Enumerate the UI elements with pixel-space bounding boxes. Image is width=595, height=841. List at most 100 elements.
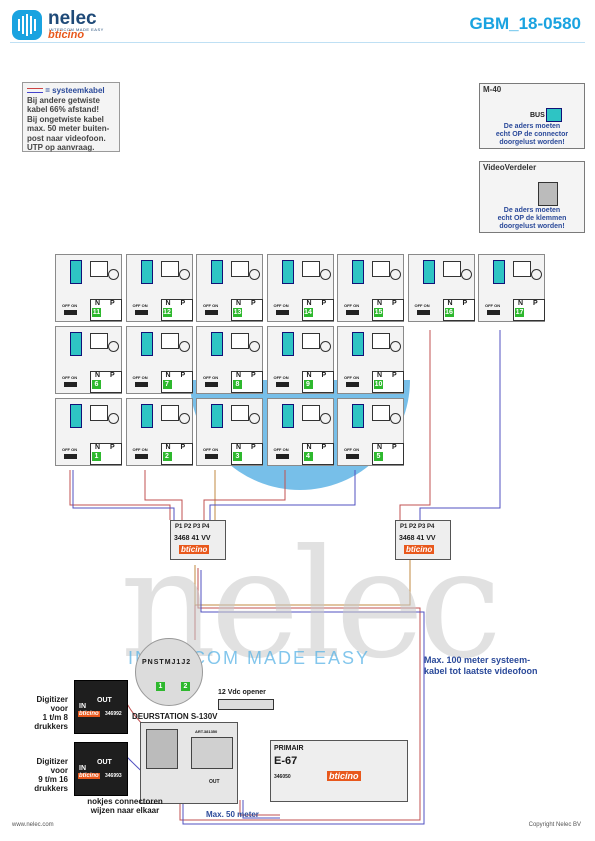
screen-icon bbox=[513, 261, 531, 277]
digitizer-label-line: 1 t/m 8 bbox=[42, 713, 68, 722]
digitizer-in-label: IN bbox=[79, 703, 86, 710]
videophone-number: 1 bbox=[92, 452, 101, 461]
screen-icon bbox=[231, 261, 249, 277]
screen-icon bbox=[301, 405, 320, 421]
n-label: N bbox=[377, 444, 383, 451]
header-divider bbox=[10, 42, 585, 43]
n-label: N bbox=[95, 300, 101, 307]
digitizer-label-line: Digitizer bbox=[36, 757, 68, 766]
footer-url: www.nelec.com bbox=[12, 822, 54, 828]
knob-icon bbox=[319, 269, 331, 280]
cable-note-line: UTP op aanvraag. bbox=[27, 143, 95, 152]
digitizer-label-line: drukkers bbox=[34, 722, 68, 731]
n-label: N bbox=[518, 300, 524, 307]
door-station-out: OUT bbox=[209, 779, 220, 785]
n-label: N bbox=[236, 372, 242, 379]
knob-icon bbox=[178, 269, 190, 280]
connector-icon bbox=[281, 404, 294, 428]
switch-icon bbox=[64, 454, 77, 459]
switch-label: OFF ON bbox=[344, 375, 360, 380]
switch-icon bbox=[134, 454, 148, 459]
digitizer-1-module: OUT IN bticino 346992 bbox=[74, 680, 128, 734]
switch-icon bbox=[346, 310, 359, 315]
p-label: P bbox=[251, 300, 256, 307]
switch-icon bbox=[205, 382, 218, 387]
switch-icon bbox=[205, 310, 218, 315]
screen-icon bbox=[301, 333, 320, 349]
videophone-number: 9 bbox=[303, 380, 313, 389]
connector-icon bbox=[493, 260, 505, 284]
screen-icon bbox=[231, 405, 249, 421]
connector-icon bbox=[211, 260, 223, 284]
cable-note-line: max. 50 meter buiten- bbox=[27, 124, 110, 133]
switch-icon bbox=[64, 382, 77, 387]
cable-note-line: kabel 66% afstand! bbox=[27, 105, 100, 114]
p-label: P bbox=[180, 444, 186, 451]
digitizer-label-line: Digitizer bbox=[36, 695, 68, 704]
digitizer-2-module: OUT IN bticino 346993 bbox=[74, 742, 128, 796]
videophone-number: 8 bbox=[233, 380, 242, 389]
switch-icon bbox=[134, 382, 148, 387]
max50-note: Max. 50 meter bbox=[206, 810, 259, 819]
knob-icon bbox=[390, 413, 401, 424]
switch-label: OFF ON bbox=[344, 447, 360, 452]
videophone-number: 3 bbox=[233, 452, 242, 461]
door-opener-icon bbox=[218, 699, 274, 710]
distance-note: Max. 100 meter systeem- kabel tot laatst… bbox=[424, 655, 538, 677]
switch-icon bbox=[275, 310, 289, 315]
switch-label: OFF ON bbox=[485, 303, 501, 308]
m40-title: M-40 bbox=[483, 85, 502, 94]
knob-icon bbox=[390, 341, 401, 352]
connector-icon bbox=[352, 260, 364, 284]
n-label: N bbox=[377, 300, 383, 307]
videophone-number: 10 bbox=[374, 380, 383, 389]
cable-note-line: = systeemkabel bbox=[27, 86, 115, 96]
screen-icon bbox=[301, 261, 320, 277]
switch-icon bbox=[134, 310, 148, 315]
knob-icon bbox=[108, 413, 119, 424]
nokjes-note-line: nokjes connectoren bbox=[87, 797, 163, 806]
cable-note-line: Bij ongetwiste kabel bbox=[27, 114, 104, 124]
n-label: N bbox=[447, 300, 453, 307]
vv-desc-line: doorgelust worden! bbox=[499, 223, 565, 230]
brand-partner: bticino bbox=[48, 29, 85, 41]
connector-icon bbox=[281, 332, 294, 356]
p-label: P bbox=[392, 444, 397, 451]
vv-desc-line: echt OP de klemmen bbox=[497, 215, 567, 222]
screen-icon bbox=[90, 405, 108, 421]
videophone-number: 7 bbox=[162, 380, 172, 389]
switch-label: OFF ON bbox=[344, 303, 360, 308]
power-supply-primair: PRIMAIR bbox=[274, 745, 304, 752]
vv-title: VideoVerdeler bbox=[483, 163, 537, 172]
power-supply-brand: bticino bbox=[327, 771, 361, 781]
digitizer-2-label: Digitizer voor 9 t/m 16 drukkers bbox=[18, 757, 68, 793]
door-station-code: ART.381350 bbox=[195, 729, 218, 734]
port-labels: P1 P2 P3 P4 bbox=[175, 524, 210, 530]
n-label: N bbox=[165, 300, 171, 307]
p-label: P bbox=[180, 372, 186, 379]
connector-icon bbox=[70, 260, 82, 284]
switch-label: OFF ON bbox=[203, 375, 219, 380]
connector-icon bbox=[140, 260, 153, 284]
power-supply-code: 346050 bbox=[274, 774, 291, 780]
digitizer-label-line: voor bbox=[50, 766, 68, 775]
knob-icon bbox=[249, 413, 260, 424]
videophone-number: 16 bbox=[444, 308, 454, 317]
switch-label: OFF ON bbox=[273, 447, 289, 452]
digitizer-out-label: OUT bbox=[97, 759, 112, 766]
nokjes-note-line: wijzen naar elkaar bbox=[90, 806, 160, 815]
screen-icon bbox=[231, 333, 249, 349]
switch-label: OFF ON bbox=[273, 303, 289, 308]
switch-label: OFF ON bbox=[414, 303, 430, 308]
button-panel-icon bbox=[191, 737, 233, 769]
